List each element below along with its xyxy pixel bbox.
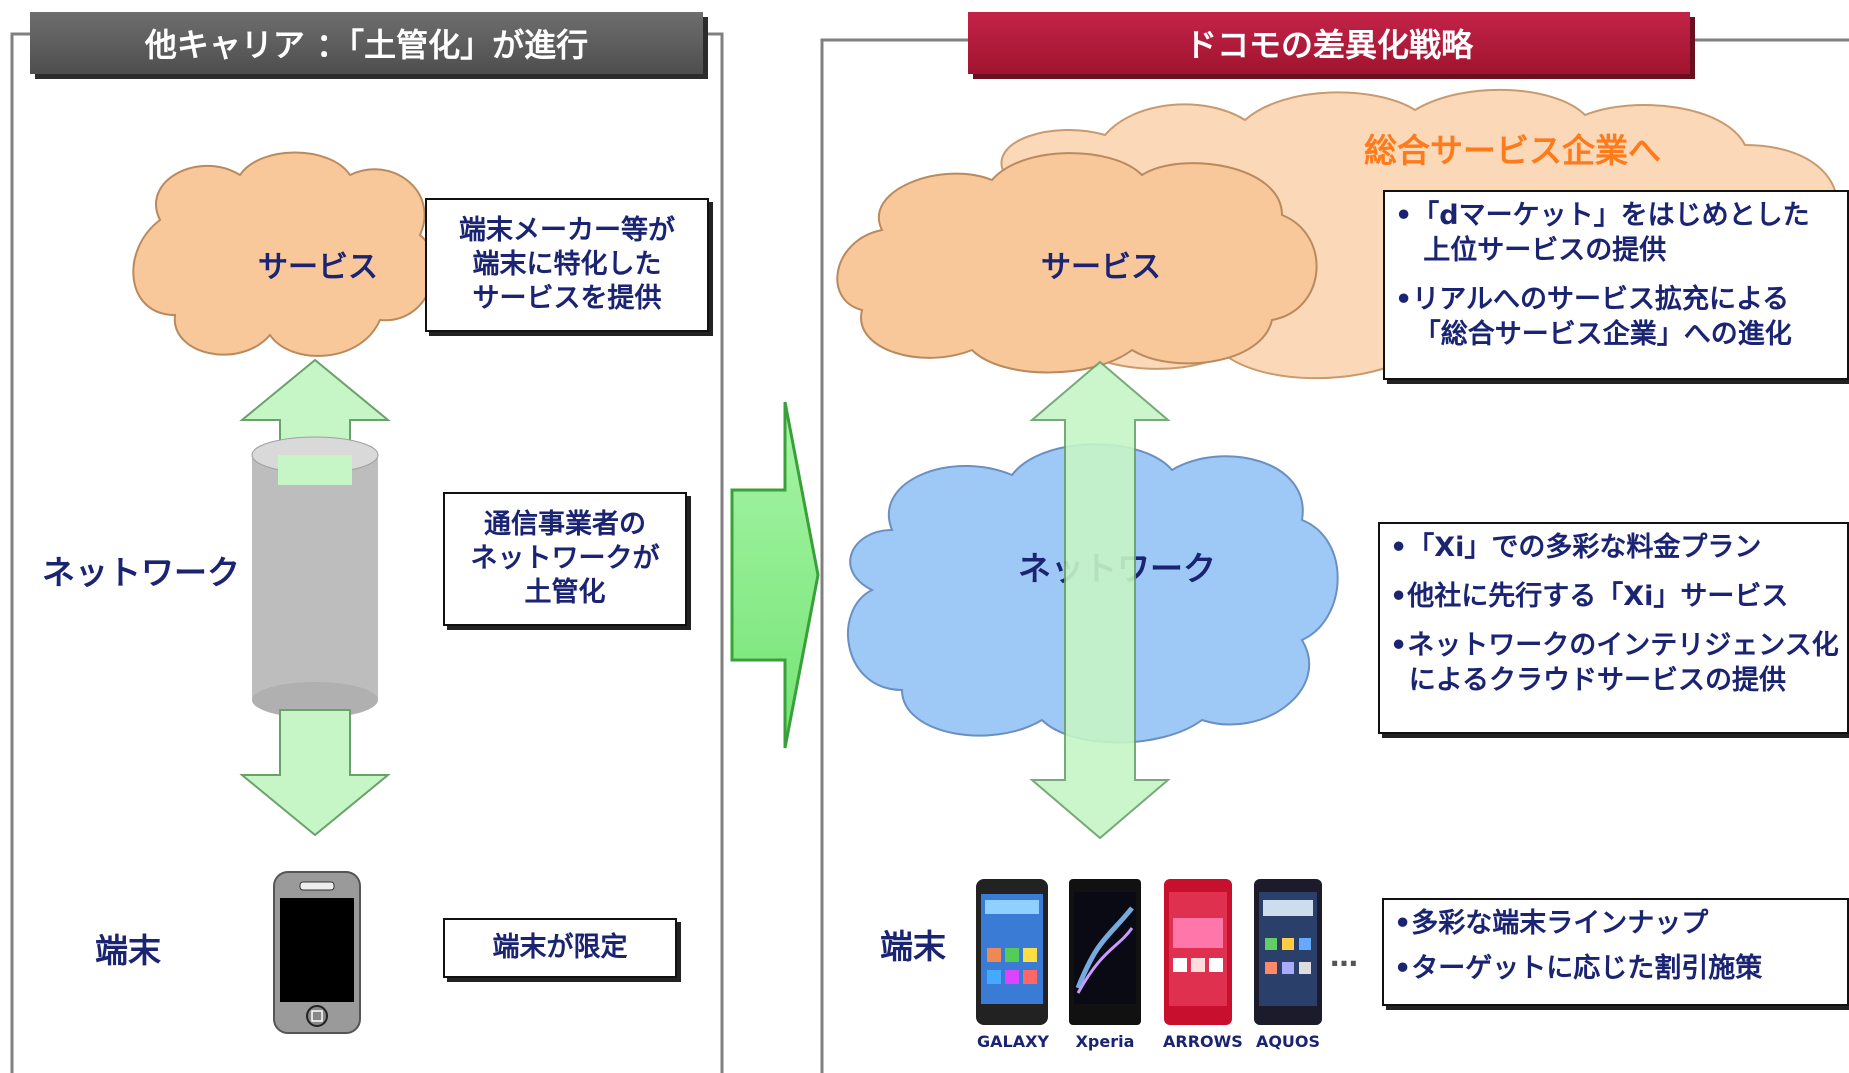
corporate-cloud-title: 総合サービス企業へ	[1364, 131, 1661, 170]
right-service-label: サービス	[1041, 250, 1161, 285]
phone-xperia-icon	[1069, 879, 1141, 1025]
more-phones-ellipsis: …	[1330, 940, 1358, 973]
phone-aquos-icon	[1254, 879, 1322, 1025]
phone-icon	[273, 871, 361, 1034]
bullet-item: •他社に先行する「Xi」サービス	[1390, 581, 1789, 613]
bullet-item: •ターゲットに応じた割引施策	[1394, 953, 1763, 985]
right-header-title: ドコモの差異化戦略	[1184, 26, 1473, 64]
note-line: 土管化	[524, 576, 606, 608]
left-network-note: 通信事業者の ネットワークが 土管化	[443, 492, 687, 626]
left-pipe-diagram	[239, 358, 391, 837]
bullet-item: •リアルへのサービス拡充による 「総合サービス企業」への進化	[1395, 284, 1792, 351]
note-line: 端末に特化した	[472, 249, 662, 281]
phone-label-galaxy: GALAXY	[977, 1032, 1050, 1051]
left-header: 他キャリア ：「土管化」が進行	[30, 12, 703, 74]
left-device-label: 端末	[95, 931, 161, 970]
phone-label-xperia: Xperia	[1075, 1032, 1135, 1051]
bullet-item: •「Xi」での多彩な料金プラン	[1390, 532, 1762, 563]
right-header: ドコモの差異化戦略	[968, 12, 1690, 74]
right-device-bullets: •多彩な端末ラインナップ •ターゲットに応じた割引施策	[1382, 898, 1849, 1006]
bullet-item: •多彩な端末ラインナップ	[1394, 908, 1709, 939]
left-service-label: サービス	[258, 250, 378, 285]
note-line: 端末メーカー等が	[459, 215, 675, 247]
left-network-label: ネットワーク	[42, 553, 240, 592]
note-line: 通信事業者の	[484, 509, 646, 541]
left-device-note: 端末が限定	[443, 918, 677, 978]
right-network-bullets: •「Xi」での多彩な料金プラン •他社に先行する「Xi」サービス •ネットワーク…	[1378, 522, 1849, 734]
phone-label-aquos: AQUOS	[1255, 1032, 1321, 1051]
down-arrow-icon	[239, 709, 391, 837]
phone-label-arrows: ARROWS	[1163, 1032, 1243, 1051]
right-device-label: 端末	[880, 927, 946, 966]
right-service-bullets: •「dマーケット」をはじめとした 上位サービスの提供 •リアルへのサービス拡充に…	[1383, 190, 1849, 380]
phone-galaxy-icon	[976, 879, 1048, 1025]
bullet-item: •ネットワークのインテリジェンス化 によるクラウドサービスの提供	[1390, 630, 1839, 697]
note-line: サービスを提供	[472, 282, 662, 314]
double-arrow-icon	[1029, 360, 1171, 840]
note-line: ネットワークが	[470, 543, 660, 575]
right-service-cloud	[836, 152, 1318, 374]
phone-arrows-icon	[1164, 879, 1232, 1025]
left-service-note: 端末メーカー等が 端末に特化した サービスを提供	[425, 198, 709, 332]
transition-arrow-icon	[730, 401, 820, 749]
bullet-item: •「dマーケット」をはじめとした 上位サービスの提供	[1395, 200, 1810, 267]
note-line: 端末が限定	[492, 932, 628, 964]
left-header-title: 他キャリア ：「土管化」が進行	[144, 26, 589, 64]
